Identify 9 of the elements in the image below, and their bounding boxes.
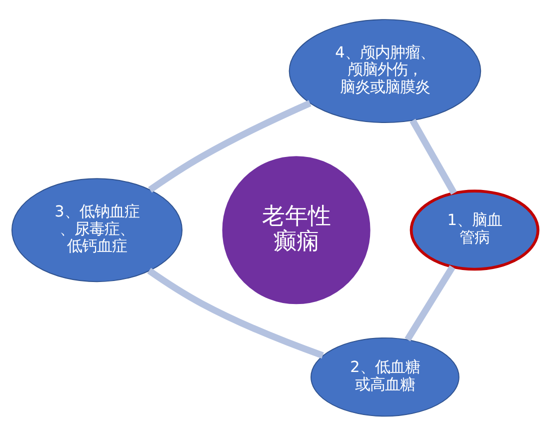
connector <box>147 268 324 359</box>
connector <box>410 118 457 195</box>
node-ellipse: 2、低血糖或高血糖 <box>310 337 460 417</box>
connector <box>148 100 312 193</box>
node-ellipse: 4、颅内肿瘤、颅脑外伤，脑炎或脑膜炎 <box>288 19 482 124</box>
connector <box>404 265 456 342</box>
node-circle: 老年性癫痫 <box>222 156 370 304</box>
node-ellipse: 1、脑血管病 <box>410 190 540 271</box>
node-ellipse: 3、低钠血症、尿毒症、低钙血症 <box>11 178 182 282</box>
